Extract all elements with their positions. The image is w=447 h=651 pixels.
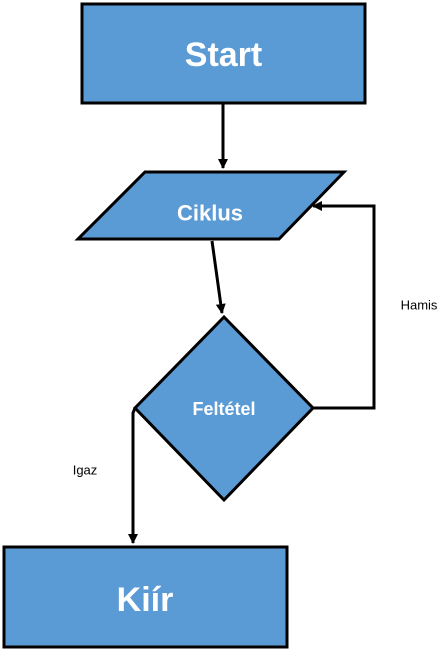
- loop-parallelogram: [74, 170, 348, 241]
- start-box: [80, 2, 367, 105]
- condition-node: Feltétel: [132, 314, 316, 503]
- edge-condition-false: [312, 201, 376, 410]
- edge-loop-to-condition: [210, 240, 226, 314]
- output-box: [2, 545, 289, 649]
- edge-label-true: Igaz: [73, 463, 98, 478]
- condition-diamond: [132, 314, 316, 503]
- edge-condition-true: [128, 407, 138, 544]
- condition-label: Feltétel: [192, 399, 255, 419]
- loop-node: Ciklus: [74, 170, 348, 241]
- start-node: Start: [80, 2, 367, 105]
- loop-label: Ciklus: [177, 201, 243, 226]
- output-node: Kiír: [2, 545, 289, 649]
- edge-label-false: Hamis: [401, 298, 438, 313]
- start-label: Start: [185, 36, 262, 74]
- output-label: Kiír: [117, 581, 174, 619]
